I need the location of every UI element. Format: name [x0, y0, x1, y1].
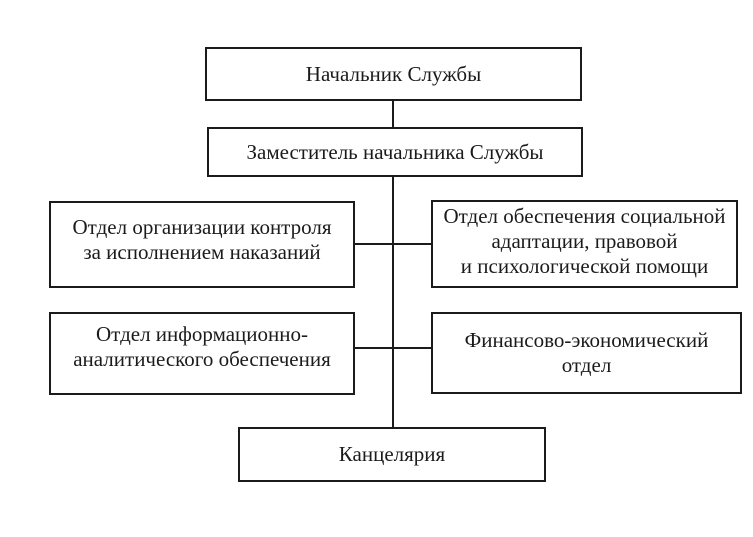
node-information-analytics-department: Отдел информационно- аналитического обес…: [49, 312, 355, 395]
connector-row2-branch: [355, 347, 431, 349]
node-label: Канцелярия: [338, 442, 446, 466]
node-label-line: аналитического обеспечения: [73, 346, 331, 371]
node-punishment-control-department: Отдел организации контроля за исполнение…: [49, 201, 355, 288]
node-deputy-head-of-service: Заместитель начальника Службы: [207, 127, 583, 177]
connector-chief-to-deputy: [392, 101, 394, 127]
connector-deputy-trunk: [392, 177, 394, 427]
node-label: Начальник Службы: [305, 61, 482, 86]
node-social-adaptation-department: Отдел обеспечения социальной адаптации, …: [431, 200, 738, 288]
node-label-line: и психологической помощи: [460, 254, 709, 278]
node-chancellery: Канцелярия: [238, 427, 546, 482]
node-label-line: адаптации, правовой: [491, 229, 678, 253]
node-label-line: отдел: [561, 353, 612, 377]
connector-row1-branch: [355, 243, 431, 245]
node-head-of-service: Начальник Службы: [205, 47, 582, 101]
node-label: Заместитель начальника Службы: [246, 139, 544, 164]
node-label-line: Отдел информационно-: [96, 321, 308, 346]
node-label-line: Отдел организации контроля: [72, 214, 332, 239]
node-label-line: Финансово-экономический: [464, 328, 709, 352]
node-label-line: Отдел обеспечения социальной: [443, 204, 726, 228]
node-label-line: за исполнением наказаний: [83, 239, 321, 264]
node-financial-economic-department: Финансово-экономический отдел: [431, 312, 742, 394]
